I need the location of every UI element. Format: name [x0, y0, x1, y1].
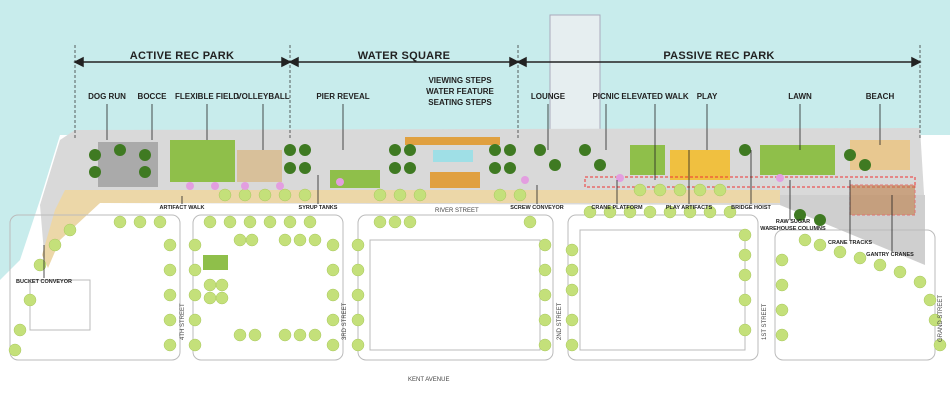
label-volleyball: VOLLEYBALL	[236, 92, 290, 101]
viewing-steps	[405, 137, 500, 145]
street-trees	[8, 183, 947, 357]
label-crane-tracks: CRANE TRACKS	[828, 240, 872, 246]
label-water-feature: WATER FEATURE	[426, 87, 494, 96]
label-flexible-field: FLEXIBLE FIELD	[175, 92, 239, 101]
label-play-artifacts: PLAY ARTIFACTS	[665, 205, 713, 211]
label-artifact-walk: ARTIFACT WALK	[159, 205, 205, 211]
plaza-lawn	[203, 255, 228, 270]
elevated-walk	[584, 176, 916, 188]
river-water	[0, 0, 950, 135]
section-water-square: WATER SQUARE	[357, 50, 451, 62]
label-bocce: BOCCE	[137, 92, 167, 101]
flowering-trees	[186, 174, 784, 190]
label-pier-reveal: PIER REVEAL	[316, 92, 370, 101]
street-kent: KENT AVENUE	[408, 377, 450, 383]
gantry-crane-area	[849, 184, 916, 216]
label-gantry-cranes: GANTRY CRANES	[866, 252, 914, 258]
label-raw-sugar: RAW SUGAR	[775, 219, 811, 225]
street-4th: 4TH STREET	[180, 303, 186, 340]
waterfront-promenade	[42, 190, 780, 268]
street-river: RIVER STREET	[435, 208, 479, 214]
seating-steps	[430, 172, 480, 188]
city-blocks	[9, 214, 936, 361]
water-feature	[433, 150, 473, 162]
dog-run	[98, 142, 158, 187]
label-bridge-hoist: BRIDGE HOIST	[731, 205, 771, 211]
river-water-west	[0, 135, 60, 280]
label-warehouse-columns: WAREHOUSE COLUMNS	[760, 226, 826, 232]
label-lawn: LAWN	[788, 92, 812, 101]
street-grand: GRAND STREET	[938, 294, 944, 342]
section-active-rec-park: ACTIVE REC PARK	[129, 50, 235, 62]
lawn	[760, 145, 835, 175]
picnic-lawn	[630, 145, 665, 175]
label-dog-run: DOG RUN	[88, 92, 126, 101]
street-2nd: 2ND STREET	[557, 302, 563, 340]
label-viewing-steps: VIEWING STEPS	[428, 76, 492, 85]
street-1st: 1ST STREET	[762, 303, 768, 340]
volleyball-court	[237, 150, 282, 182]
leader-lines	[43, 104, 893, 278]
flexible-field	[170, 140, 235, 182]
label-screw-conveyor: SCREW CONVEYOR	[510, 205, 564, 211]
label-beach: BEACH	[865, 92, 895, 101]
play-area	[670, 150, 730, 180]
street-3rd: 3RD STREET	[342, 302, 348, 340]
label-bucket-conveyor: BUCKET CONVEYOR	[16, 279, 72, 285]
label-picnic: PICNIC	[592, 92, 620, 101]
label-seating-steps: SEATING STEPS	[428, 98, 492, 107]
label-lounge: LOUNGE	[530, 92, 566, 101]
label-elevated-walk: ELEVATED WALK	[621, 92, 689, 101]
label-crane-platform: CRANE PLATFORM	[591, 205, 643, 211]
section-passive-rec-park: PASSIVE REC PARK	[663, 50, 775, 62]
label-syrup-tanks: SYRUP TANKS	[298, 205, 338, 211]
section-dimension-lines	[73, 45, 922, 140]
ship	[549, 14, 601, 131]
park-trees	[89, 144, 871, 226]
label-play: PLAY	[696, 92, 718, 101]
